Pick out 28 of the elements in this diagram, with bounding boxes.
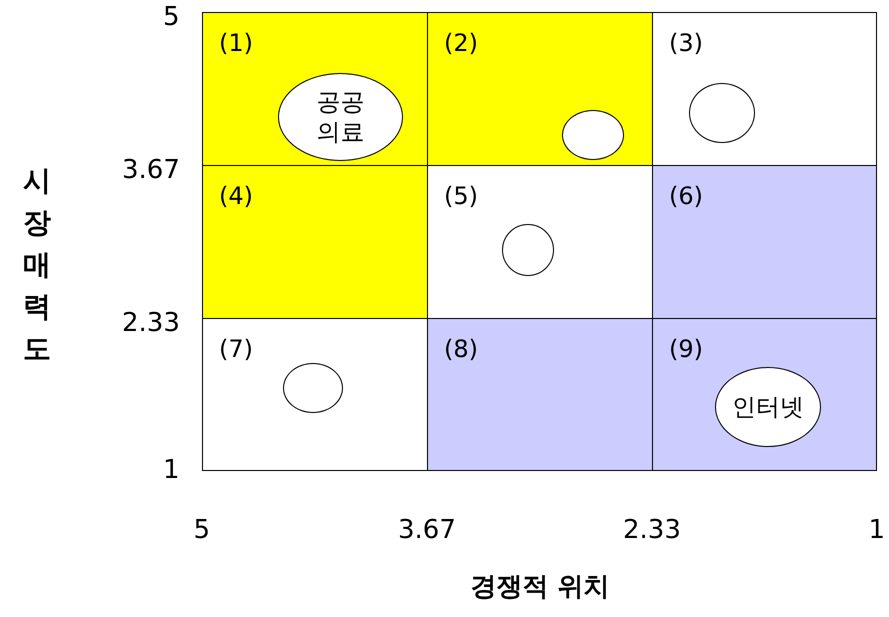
cell-number: (1) xyxy=(219,29,253,57)
cell-number: (4) xyxy=(219,182,253,210)
matrix-cell xyxy=(652,165,877,319)
matrix-cell xyxy=(202,12,428,166)
axis-tick: 5 xyxy=(194,515,210,545)
axis-tick: 2.33 xyxy=(623,515,681,545)
axis-tick: 3.67 xyxy=(122,155,180,185)
matrix-cell xyxy=(427,12,653,166)
cell-number: (2) xyxy=(444,29,478,57)
matrix-cell xyxy=(202,165,428,319)
axis-tick: 3.67 xyxy=(398,515,456,545)
axis-tick: 5 xyxy=(163,2,180,32)
axis-tick: 2.33 xyxy=(122,308,180,338)
cell-number: (6) xyxy=(669,182,703,210)
labeled-circle: 공공 의료 xyxy=(278,73,403,161)
cell-number: (5) xyxy=(444,182,478,210)
axis-title: 시장 매력도 xyxy=(22,163,52,367)
matrix-cell xyxy=(652,318,877,471)
labeled-circle: 인터넷 xyxy=(715,367,821,447)
axis-tick: 1 xyxy=(868,515,886,545)
cell-number: (3) xyxy=(669,29,703,57)
cell-number: (7) xyxy=(219,335,253,363)
matrix-cell xyxy=(427,318,653,471)
axis-title: 경쟁적 위치 xyxy=(470,572,610,602)
cell-number: (9) xyxy=(669,335,703,363)
axis-tick: 1 xyxy=(163,455,180,485)
empty-circle xyxy=(502,224,554,276)
cell-number: (8) xyxy=(444,335,478,363)
